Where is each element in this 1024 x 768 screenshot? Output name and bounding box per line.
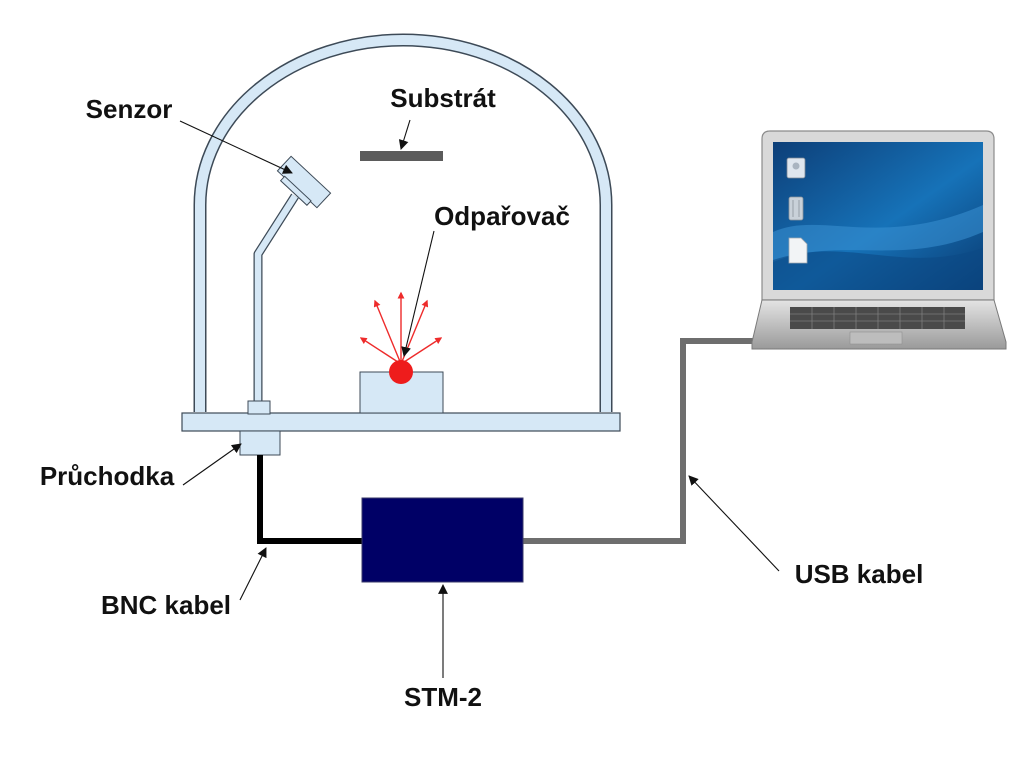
sensor: [276, 155, 332, 209]
senzor-pointer: [179, 120, 293, 174]
bnc-cable: [257, 455, 363, 544]
odparovac-pointer: [401, 230, 435, 357]
hard-drive-icon: [786, 157, 806, 179]
vapor-arrows: [359, 291, 443, 365]
laptop-keyboard: [790, 307, 965, 329]
evaporator: [359, 291, 444, 414]
trash-icon: [788, 196, 804, 221]
arm-mount: [247, 400, 271, 415]
feedthrough: [239, 430, 281, 456]
substrate: [360, 151, 443, 161]
evaporant-droplet: [389, 360, 413, 384]
senzor-label: Senzor: [86, 94, 173, 124]
chamber-dome-inner: [195, 35, 611, 412]
stm-2-label: STM-2: [404, 682, 482, 712]
bnc-pointer: [239, 547, 267, 601]
usb-pointer: [688, 475, 780, 572]
pruchodka-label: Průchodka: [40, 461, 175, 491]
substrat-pointer: [398, 119, 411, 150]
stm-2-box: [361, 497, 524, 583]
vacuum-chamber: [181, 33, 621, 432]
usb-cable: [522, 338, 758, 544]
document-icon: [788, 237, 808, 264]
substrat-label: Substrát: [390, 83, 496, 113]
sensor-holder: [247, 155, 332, 415]
bnc-kabel-label: BNC kabel: [101, 590, 231, 620]
laptop-icon: [751, 130, 1007, 350]
chamber-baseplate: [181, 412, 621, 432]
pointer-lines: [179, 119, 780, 678]
usb-kabel-label: USB kabel: [795, 559, 924, 589]
odparovac-label: Odpařovač: [434, 201, 570, 231]
pruchodka-pointer: [182, 443, 242, 486]
laptop-touchpad: [849, 331, 903, 345]
